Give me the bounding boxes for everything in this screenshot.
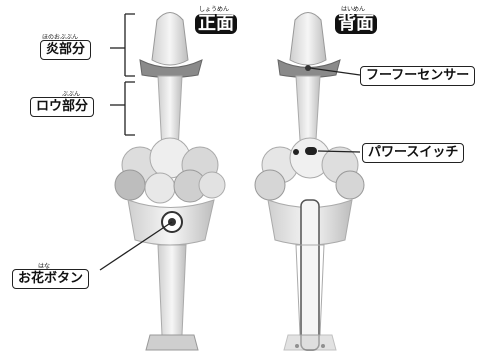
front-view-label: 正面	[195, 14, 237, 34]
wax-part-ruby: ぶぶん	[62, 91, 81, 98]
back-flower-cluster	[254, 137, 365, 201]
back-view-ruby: はいめん	[341, 6, 366, 13]
battery-cover	[300, 199, 320, 351]
blow-sensor-hole	[305, 65, 311, 71]
flower-button-ruby: はな	[38, 263, 51, 270]
blow-sensor-label: フーフーセンサー	[360, 66, 476, 86]
flower-button-label: お花ボタン	[12, 269, 90, 289]
flame-part-label: 炎部分	[40, 40, 92, 60]
front-view-ruby: しょうめん	[199, 6, 230, 13]
wax-part-label: ロウ部分	[30, 97, 95, 117]
front-candle-toy	[114, 12, 226, 351]
back-view-label: 背面	[335, 14, 377, 34]
callout-lines	[99, 13, 361, 271]
power-switch-label: パワースイッチ	[362, 143, 465, 163]
power-switch-dot	[293, 149, 299, 155]
back-candle-toy	[254, 12, 365, 351]
flame-part-ruby: ほのおぶぶん	[42, 34, 79, 41]
front-flower-cluster	[114, 137, 226, 204]
